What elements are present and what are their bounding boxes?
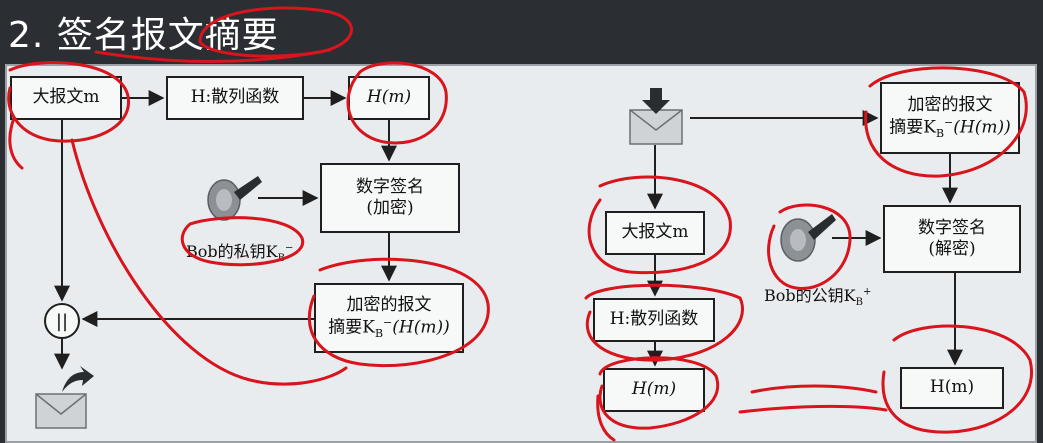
receiver-message-box: 大报文m xyxy=(605,211,705,255)
annotation-recv-message-circle xyxy=(587,175,732,275)
annotation-privkey-circle xyxy=(180,216,305,267)
receiver-encrypted-line1: 加密的报文 xyxy=(907,94,993,115)
annotation-recv-hashfn-circle xyxy=(584,283,744,362)
sender-sign-line1: 数字签名 xyxy=(356,176,424,197)
sender-arrows xyxy=(54,90,397,370)
send-envelope-icon xyxy=(35,366,94,429)
receiver-hash-function-box: H:散列函数 xyxy=(593,298,715,342)
concat-symbol: || xyxy=(55,310,69,332)
slide-title: 2. 签名报文摘要 xyxy=(8,15,279,56)
concat-operator: || xyxy=(44,303,80,339)
annotation-message-circle xyxy=(7,61,130,143)
private-key-icon xyxy=(207,176,262,221)
sender-encrypted-digest-box: 加密的报文 摘要KB−(H(m)) xyxy=(314,283,464,353)
receiver-arrows xyxy=(647,110,963,367)
receiver-encrypted-digest-box: 加密的报文 摘要KB−(H(m)) xyxy=(880,82,1020,154)
annotation-recv-decrypted-circle xyxy=(881,324,1033,434)
annotation-pubkey-circle xyxy=(767,203,852,290)
sender-hash-box: H(m) xyxy=(348,76,430,120)
annotation-compare-line-1 xyxy=(750,384,878,394)
sender-hash-function-label: H:散列函数 xyxy=(190,87,280,108)
receiver-hash-computed-box: H(m) xyxy=(603,368,705,412)
sender-encrypted-line2: 摘要KB−(H(m)) xyxy=(328,316,450,341)
sender-message-box: 大报文m xyxy=(10,76,122,120)
sender-hash-function-box: H:散列函数 xyxy=(166,76,304,120)
sender-encrypted-line1: 加密的报文 xyxy=(346,294,432,315)
annotation-recv-hash-tail xyxy=(596,394,616,442)
annotation-message-tail xyxy=(8,116,24,170)
receiver-hash-function-label: H:散列函数 xyxy=(609,309,699,330)
receiver-sign-box: 数字签名 (解密) xyxy=(883,205,1021,273)
receiver-sign-line1: 数字签名 xyxy=(918,217,986,238)
annotation-title-circle xyxy=(198,6,353,58)
receiver-message-label: 大报文m xyxy=(621,222,689,243)
receiver-hash-computed-label: H(m) xyxy=(631,379,677,400)
annotation-compare-line-2 xyxy=(738,404,888,414)
annotation-recv-encrypted-circle xyxy=(864,66,1028,178)
sender-sign-line2: (加密) xyxy=(366,198,414,218)
sender-sign-box: 数字签名 (加密) xyxy=(320,163,460,233)
annotation-recv-hash-circle xyxy=(598,356,720,430)
sender-hash-label: H(m) xyxy=(366,87,412,108)
annotation-encrypted-circle xyxy=(307,257,490,368)
red-annotations xyxy=(7,6,1033,442)
receiver-hash-decrypted-label: H(m) xyxy=(929,377,975,398)
annotation-hash-circle xyxy=(346,61,448,145)
public-key-icon xyxy=(780,214,836,262)
sender-message-label: 大报文m xyxy=(32,87,100,108)
receive-envelope-icon xyxy=(629,88,683,145)
receiver-sign-line2: (解密) xyxy=(928,239,976,259)
receiver-hash-decrypted-box: H(m) xyxy=(900,367,1004,409)
receiver-public-key-label: Bob的公钥KB+ xyxy=(764,286,872,309)
annotation-title-underline xyxy=(94,48,332,63)
receiver-encrypted-line2: 摘要KB−(H(m)) xyxy=(889,116,1011,141)
annotation-message-curve xyxy=(70,138,348,386)
